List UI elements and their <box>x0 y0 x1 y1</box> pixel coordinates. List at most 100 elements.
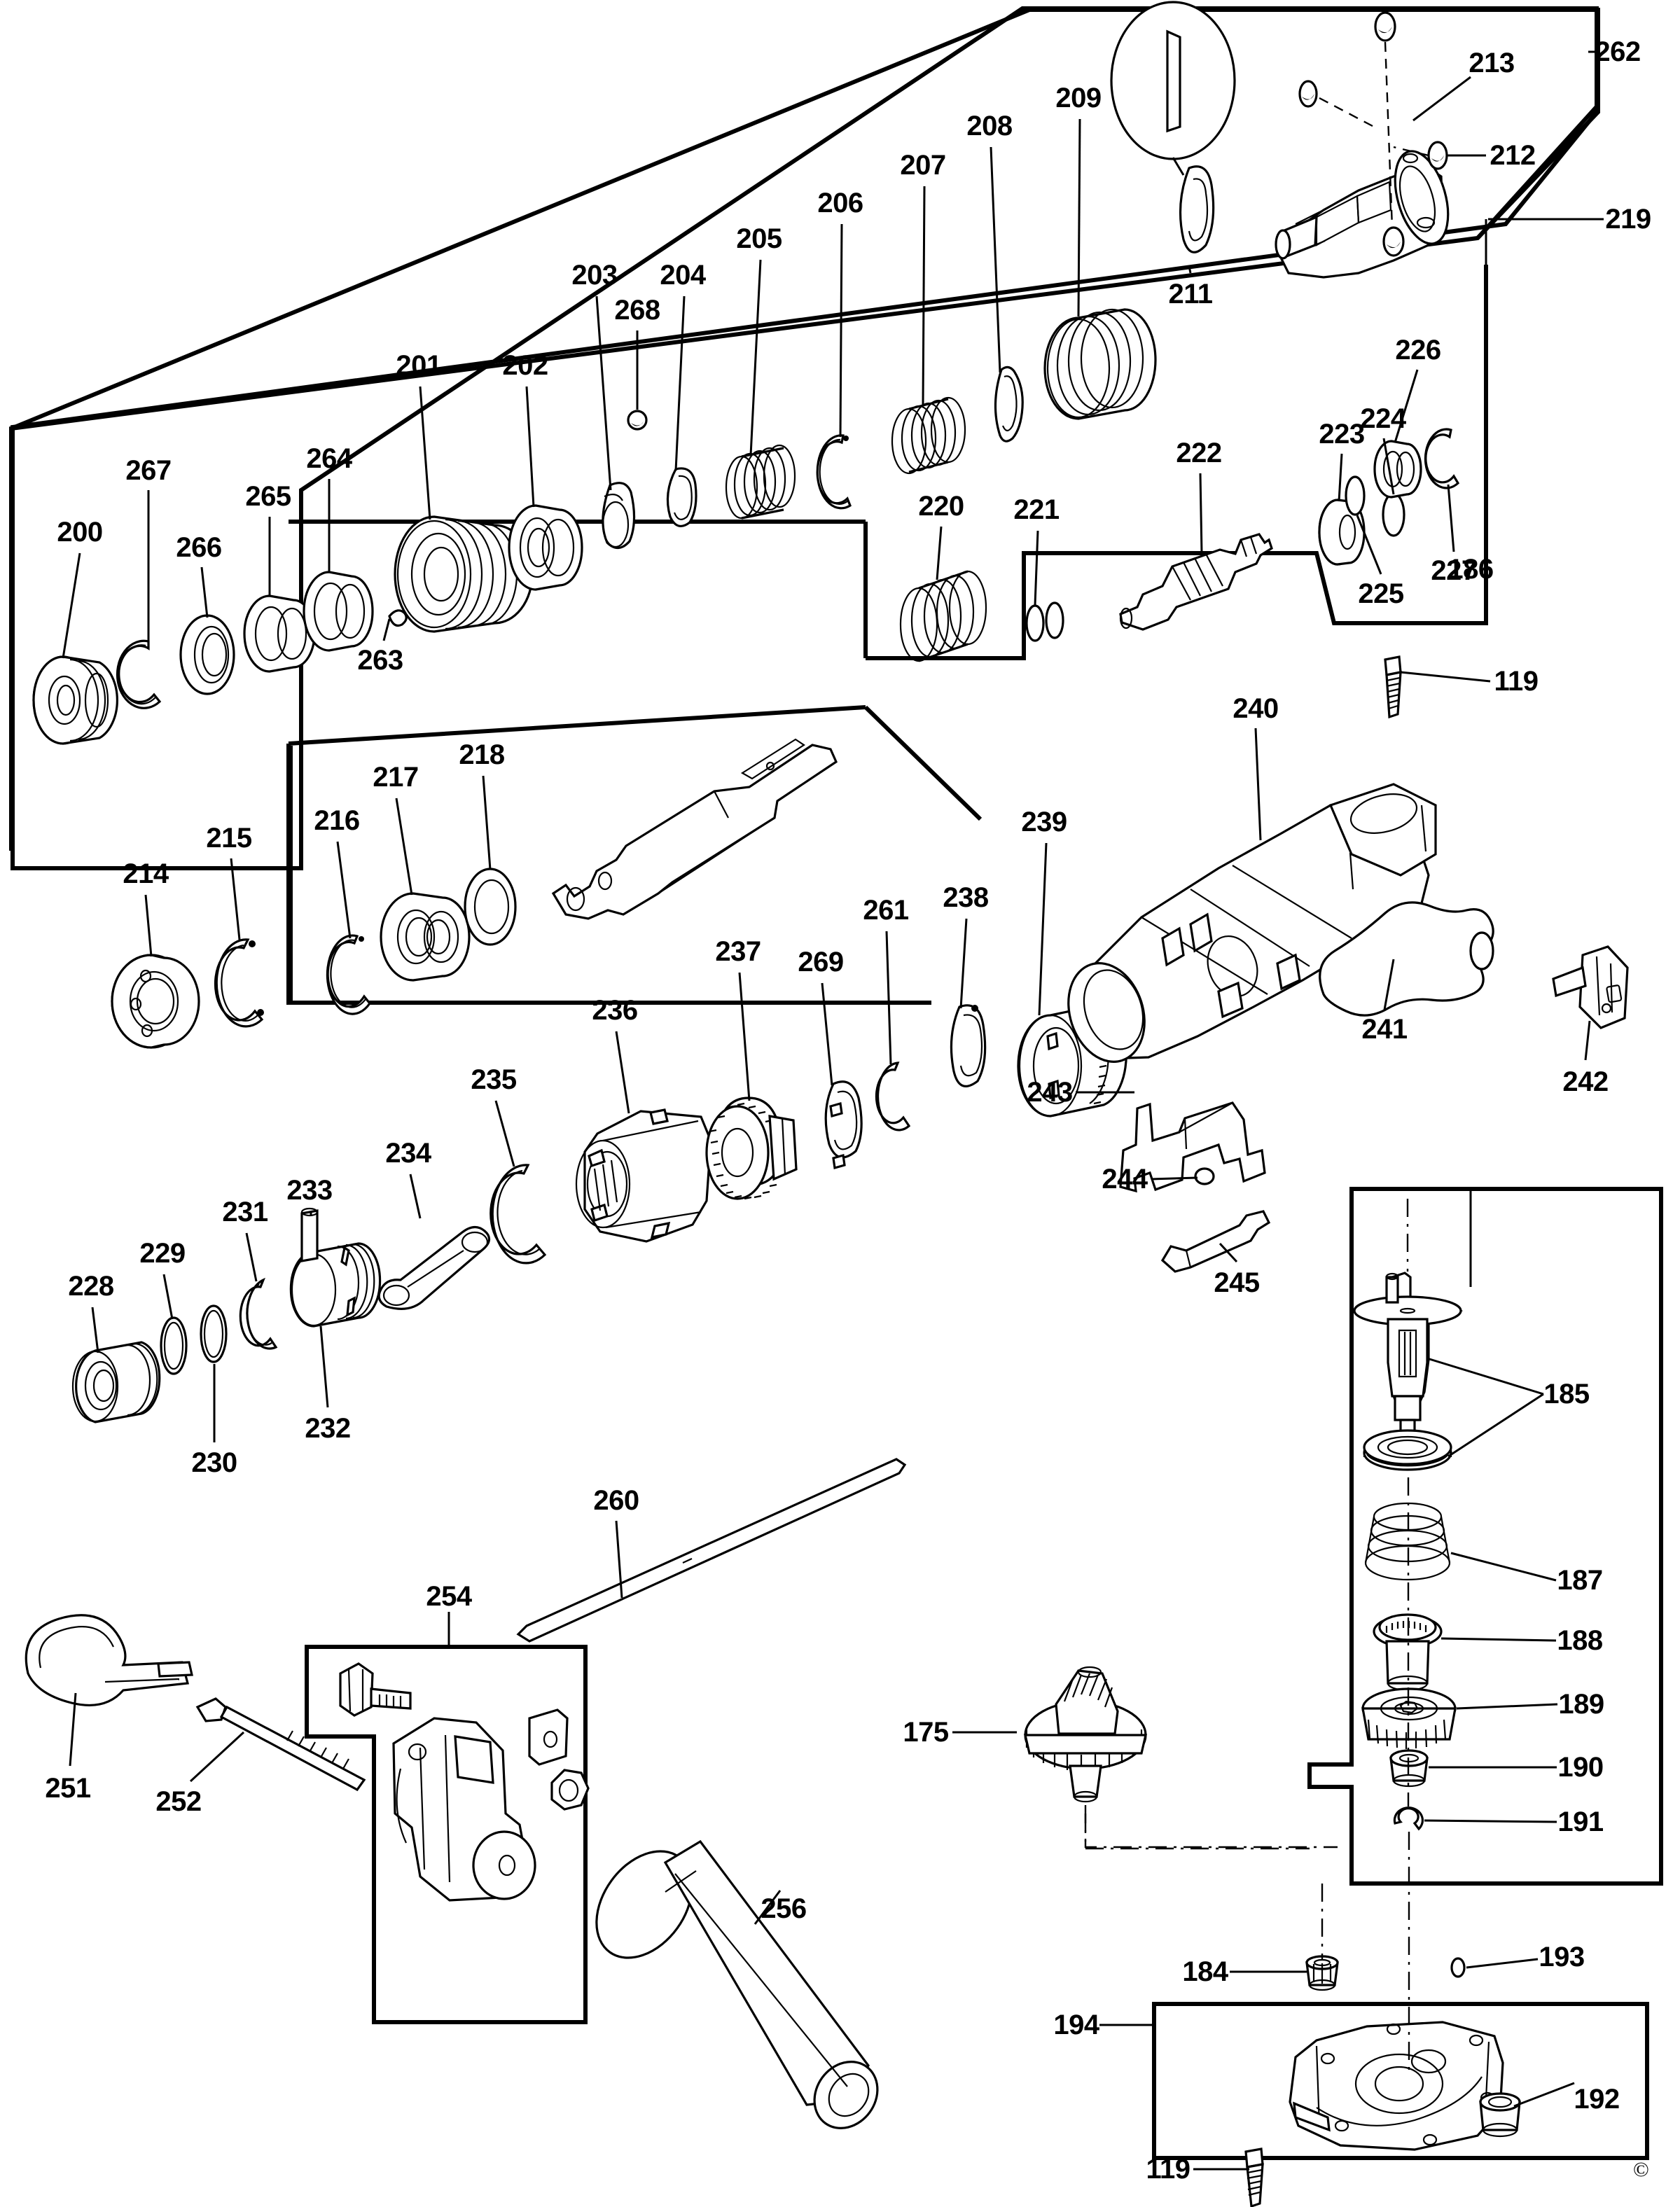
callout-267: 267 <box>125 455 172 486</box>
part-267 <box>116 639 162 709</box>
part-175 <box>1023 1666 1338 1849</box>
part-263 <box>388 609 408 627</box>
part-211 <box>1179 165 1215 253</box>
part-209 <box>1043 308 1157 420</box>
part-185-washer <box>1363 1429 1452 1471</box>
callout-251: 251 <box>45 1773 91 1804</box>
part-221 <box>1025 601 1064 642</box>
callout-209: 209 <box>1055 83 1102 113</box>
part-265 <box>243 594 316 673</box>
callout-237: 237 <box>715 936 761 967</box>
callout-216: 216 <box>314 805 360 836</box>
callout-213: 213 <box>1469 48 1515 78</box>
group-box-194 <box>1099 2002 1649 2160</box>
callout-211: 211 <box>1168 279 1213 309</box>
part-193 <box>1450 1957 1466 1978</box>
callout-224: 224 <box>1360 403 1406 434</box>
callout-215: 215 <box>206 823 252 854</box>
part-216 <box>326 934 371 1015</box>
callout-268: 268 <box>614 295 660 326</box>
group-box-254-outline <box>305 1612 588 2024</box>
part-119-top <box>1384 655 1402 719</box>
part-190 <box>1389 1749 1429 1788</box>
callout-192: 192 <box>1574 2084 1620 2115</box>
part-207 <box>891 396 966 475</box>
callout-233: 233 <box>286 1175 333 1206</box>
callout-227: 227 <box>1431 555 1477 586</box>
part-264 <box>303 571 374 652</box>
part-201 <box>394 515 534 633</box>
part-236 <box>575 1108 712 1243</box>
part-206 <box>816 434 852 510</box>
callout-185: 185 <box>1543 1379 1590 1409</box>
callout-225: 225 <box>1358 578 1404 609</box>
part-204 <box>666 467 697 528</box>
callout-269: 269 <box>798 947 844 977</box>
callout-229: 229 <box>139 1238 186 1269</box>
callout-184: 184 <box>1182 1956 1228 1987</box>
callout-205: 205 <box>736 223 782 254</box>
callout-265: 265 <box>245 481 291 512</box>
group-box-lower-panel <box>286 705 983 1005</box>
group-label-186: 186 <box>1448 554 1494 585</box>
callout-243: 243 <box>1027 1077 1073 1108</box>
part-229 <box>160 1316 188 1375</box>
part-218 <box>464 868 517 946</box>
part-225 <box>1345 475 1366 516</box>
part-191 <box>1393 1806 1424 1831</box>
leader-lines <box>62 76 1591 2171</box>
group-box-219 <box>289 218 1604 660</box>
part-230 <box>200 1304 228 1363</box>
part-235 <box>490 1164 547 1265</box>
callout-204: 204 <box>660 260 706 291</box>
callout-119-bottom: 119 <box>1146 2154 1190 2185</box>
part-226 <box>1373 440 1422 499</box>
detail-bubble-211 <box>1110 1 1236 160</box>
callout-214: 214 <box>123 858 169 889</box>
part-261 <box>875 1061 911 1132</box>
callout-239: 239 <box>1021 807 1067 837</box>
part-203 <box>602 482 636 550</box>
part-189 <box>1361 1687 1457 1749</box>
part-266 <box>179 614 235 695</box>
part-212-screws <box>1298 11 1448 257</box>
callout-264: 264 <box>306 443 352 474</box>
part-228 <box>71 1341 161 1423</box>
part-208 <box>994 365 1024 443</box>
part-256 <box>595 1839 879 2129</box>
callout-202: 202 <box>502 350 548 381</box>
part-227 <box>1424 428 1460 489</box>
part-254-knob <box>339 1662 412 1717</box>
part-192 <box>1479 2092 1521 2138</box>
group-label-254: 254 <box>426 1581 472 1612</box>
callout-187: 187 <box>1557 1565 1603 1596</box>
callout-242: 242 <box>1562 1066 1609 1097</box>
callout-191: 191 <box>1557 1806 1604 1837</box>
part-231 <box>239 1277 278 1350</box>
callout-223: 223 <box>1319 419 1365 450</box>
part-213 <box>1275 150 1450 279</box>
group-label-194: 194 <box>1053 2010 1099 2040</box>
callout-175: 175 <box>903 1717 949 1748</box>
part-244 <box>1194 1167 1215 1185</box>
callout-231: 231 <box>222 1197 268 1227</box>
callout-218: 218 <box>459 739 505 770</box>
part-220 <box>899 570 987 662</box>
part-233 <box>300 1207 319 1262</box>
part-254-nut <box>550 1769 590 1811</box>
part-252 <box>195 1697 366 1792</box>
part-202 <box>508 504 583 591</box>
part-245 <box>1160 1210 1271 1273</box>
callout-203: 203 <box>571 260 618 291</box>
callout-235: 235 <box>471 1064 517 1095</box>
part-222 <box>1119 533 1273 631</box>
callout-190: 190 <box>1557 1752 1604 1783</box>
callout-222: 222 <box>1176 438 1222 468</box>
callout-119-top: 119 <box>1494 666 1539 697</box>
callout-212: 212 <box>1490 140 1536 171</box>
callout-201: 201 <box>396 350 442 381</box>
callout-232: 232 <box>305 1413 351 1444</box>
callout-245: 245 <box>1214 1267 1260 1298</box>
callout-189: 189 <box>1558 1689 1604 1720</box>
